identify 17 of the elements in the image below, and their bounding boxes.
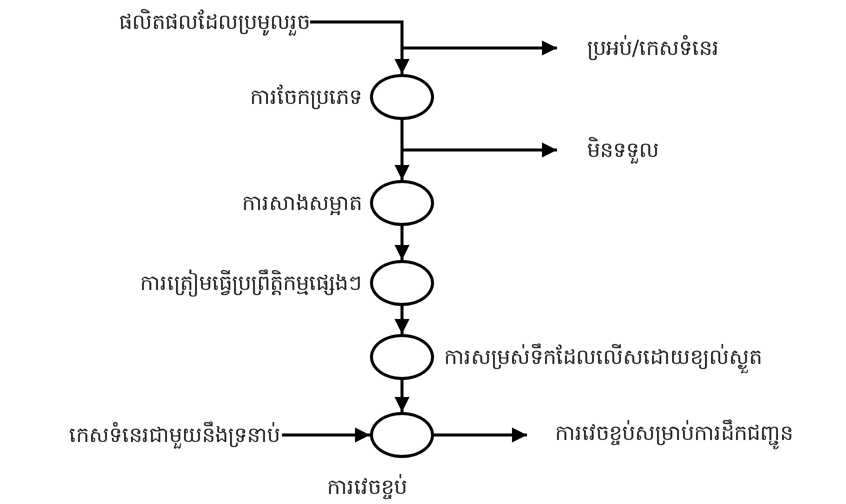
flow-text: ការវេចខ្ចប់សម្រាប់ការដឹកជញ្ជូន bbox=[527, 418, 846, 448]
arrow bbox=[394, 380, 410, 412]
flow-text: ប្រអប់/កេសទំនេរ bbox=[557, 33, 817, 63]
step-label: ការសាងសម្អាត bbox=[242, 190, 362, 218]
step-label: ការត្រៀមធ្វើប្រព្រឹត្តិកម្មផ្សេងៗ bbox=[140, 268, 362, 298]
arrow bbox=[400, 120, 557, 158]
arrow bbox=[310, 20, 557, 56]
arrow bbox=[282, 428, 370, 442]
arrow bbox=[434, 428, 527, 442]
arrow bbox=[394, 306, 410, 334]
flow-text: កេសទំនេរជាមួយនឹងទ្រនាប់ bbox=[10, 420, 280, 450]
flow-text: ផលិតផលដែលប្រមូលរួច bbox=[10, 7, 310, 37]
step-label: ការវេចខ្ចប់ bbox=[327, 473, 407, 502]
step-label: ការសម្រស់ទឹកដែលលើសដោយខ្យល់ស្ងួត bbox=[444, 342, 762, 372]
flow-text: មិនទទួល bbox=[557, 135, 737, 165]
arrow bbox=[394, 226, 410, 260]
step-label: ការចែកប្រភេទ bbox=[250, 84, 362, 112]
